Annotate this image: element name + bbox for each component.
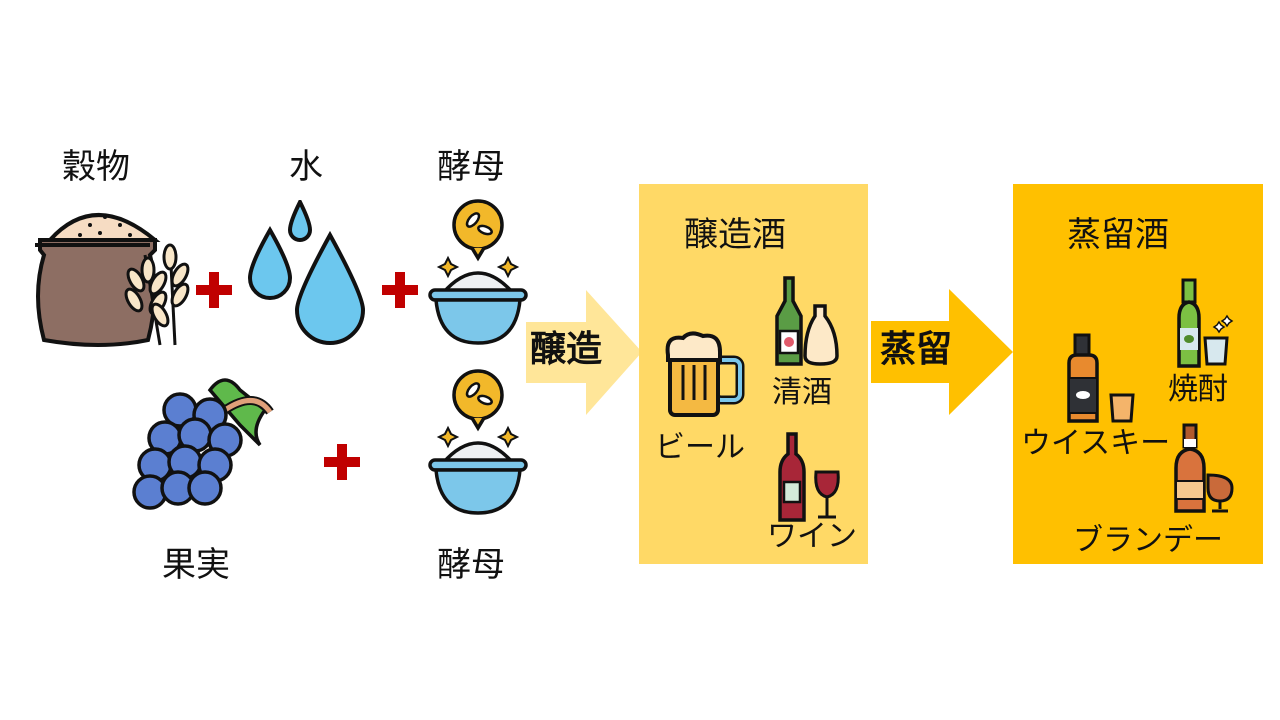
grain-label: 穀物 (62, 147, 130, 187)
yeast-label-top: 酵母 (437, 147, 505, 187)
shochu-bottle-icon (1175, 278, 1235, 370)
wine-bottle-icon (778, 432, 843, 522)
sake-label: 清酒 (772, 375, 832, 410)
whisky-bottle-icon (1063, 333, 1138, 425)
sake-bottle-icon (775, 276, 845, 368)
plus-icon (380, 270, 420, 310)
brandy-label: ブランデー (1073, 523, 1223, 558)
wine-label: ワイン (767, 519, 857, 554)
plus-icon (194, 270, 234, 310)
yeast-bowl-icon (428, 198, 528, 348)
grain-sack-icon (30, 195, 190, 355)
yeast-bowl-icon (428, 368, 528, 518)
whisky-label: ウイスキー (1021, 426, 1171, 461)
water-drops-icon (245, 200, 375, 345)
yeast-label-bottom: 酵母 (437, 545, 505, 585)
water-label: 水 (289, 147, 323, 187)
shochu-label: 焼酎 (1168, 372, 1228, 407)
fruit-label: 果実 (162, 545, 230, 585)
distillation-label: 蒸留 (880, 329, 953, 370)
grapes-icon (130, 370, 275, 520)
distillation-arrow (871, 289, 1013, 415)
distilled-title: 蒸留酒 (1067, 215, 1169, 255)
brandy-bottle-icon (1172, 423, 1237, 515)
beer-label: ビール (655, 430, 745, 465)
plus-icon (322, 442, 362, 482)
brewing-label: 醸造 (530, 329, 603, 370)
beer-mug-icon (665, 330, 745, 420)
brewing-arrow (526, 290, 642, 415)
brewed-title: 醸造酒 (684, 215, 786, 255)
